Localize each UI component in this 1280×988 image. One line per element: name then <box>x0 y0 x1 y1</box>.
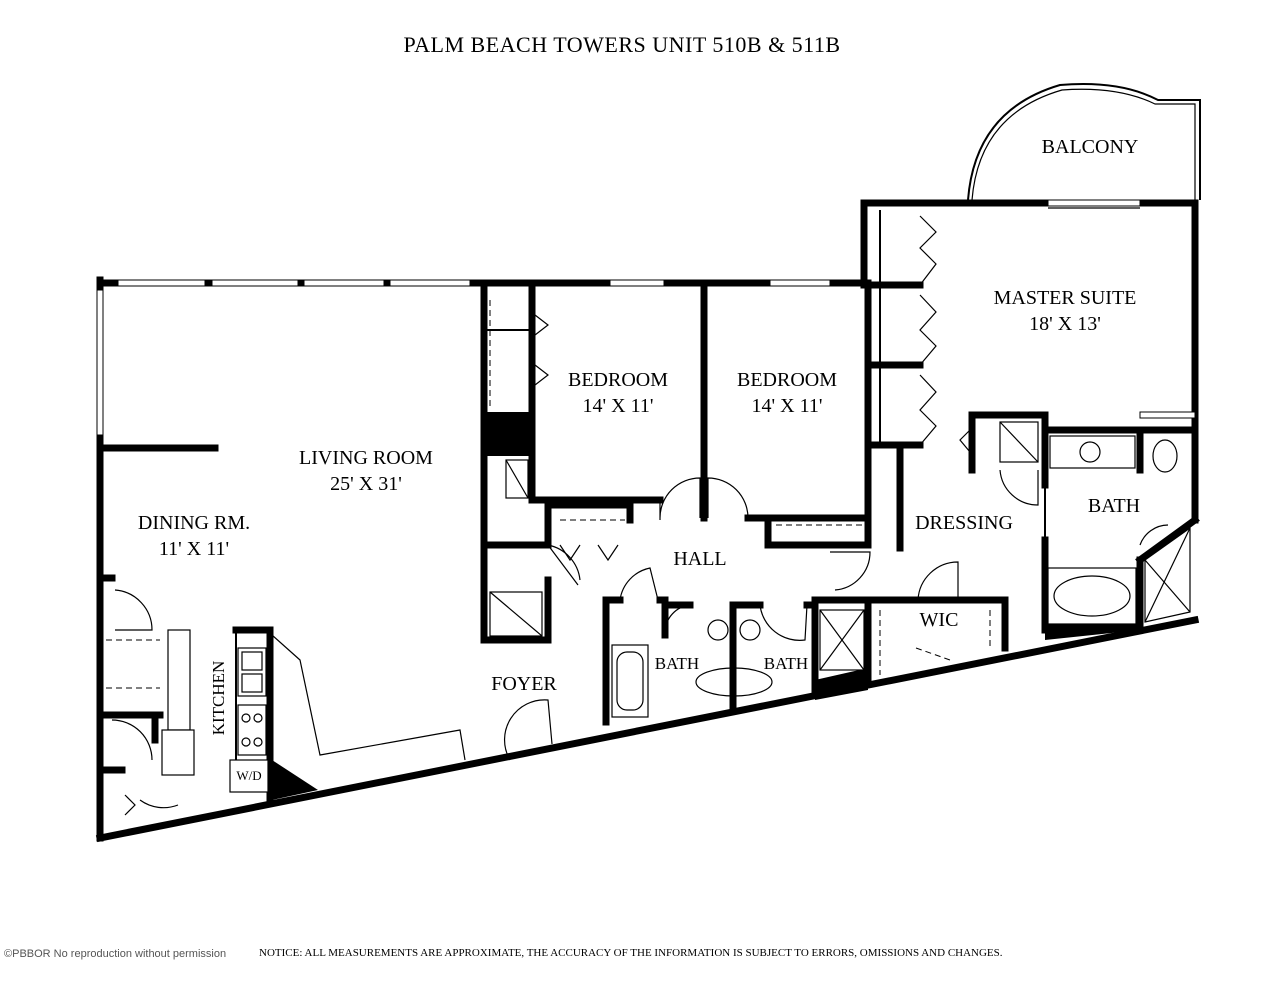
closet-doors <box>106 215 991 816</box>
doors <box>111 207 1140 809</box>
windows <box>96 199 1196 436</box>
bedroom-1-label: BEDROOM <box>568 369 668 391</box>
bedroom-2-size: 14' X 11' <box>752 395 823 417</box>
dining-room-label: DINING RM. <box>138 512 250 534</box>
plan-title: PALM BEACH TOWERS UNIT 510B & 511B <box>403 32 840 57</box>
kitchen-fixtures <box>161 629 466 793</box>
bedroom-2-label: BEDROOM <box>737 369 837 391</box>
living-room-label: LIVING ROOM <box>299 447 433 469</box>
bath-1-label: BATH <box>655 654 699 673</box>
dressing-label: DRESSING <box>915 512 1013 534</box>
dining-room-size: 11' X 11' <box>159 538 229 560</box>
balcony-label: BALCONY <box>1042 136 1139 158</box>
living-room-size: 25' X 31' <box>330 473 402 495</box>
measurement-notice: NOTICE: ALL MEASUREMENTS ARE APPROXIMATE… <box>259 947 1003 959</box>
hall-label: HALL <box>673 548 726 570</box>
bath-2-label: BATH <box>764 654 808 673</box>
washer-dryer-label: W/D <box>236 768 261 783</box>
kitchen-label: KITCHEN <box>209 661 228 736</box>
master-suite-size: 18' X 13' <box>1029 313 1101 335</box>
interior-walls <box>96 210 1200 804</box>
copyright-notice: ©PBBOR No reproduction without permissio… <box>4 948 226 960</box>
wic-label: WIC <box>920 609 959 631</box>
bath-fixtures <box>489 421 1191 718</box>
foyer-label: FOYER <box>491 673 557 695</box>
master-bath-label: BATH <box>1088 495 1140 517</box>
bedroom-1-size: 14' X 11' <box>583 395 654 417</box>
master-suite-label: MASTER SUITE <box>994 287 1137 309</box>
balcony <box>967 83 1201 201</box>
